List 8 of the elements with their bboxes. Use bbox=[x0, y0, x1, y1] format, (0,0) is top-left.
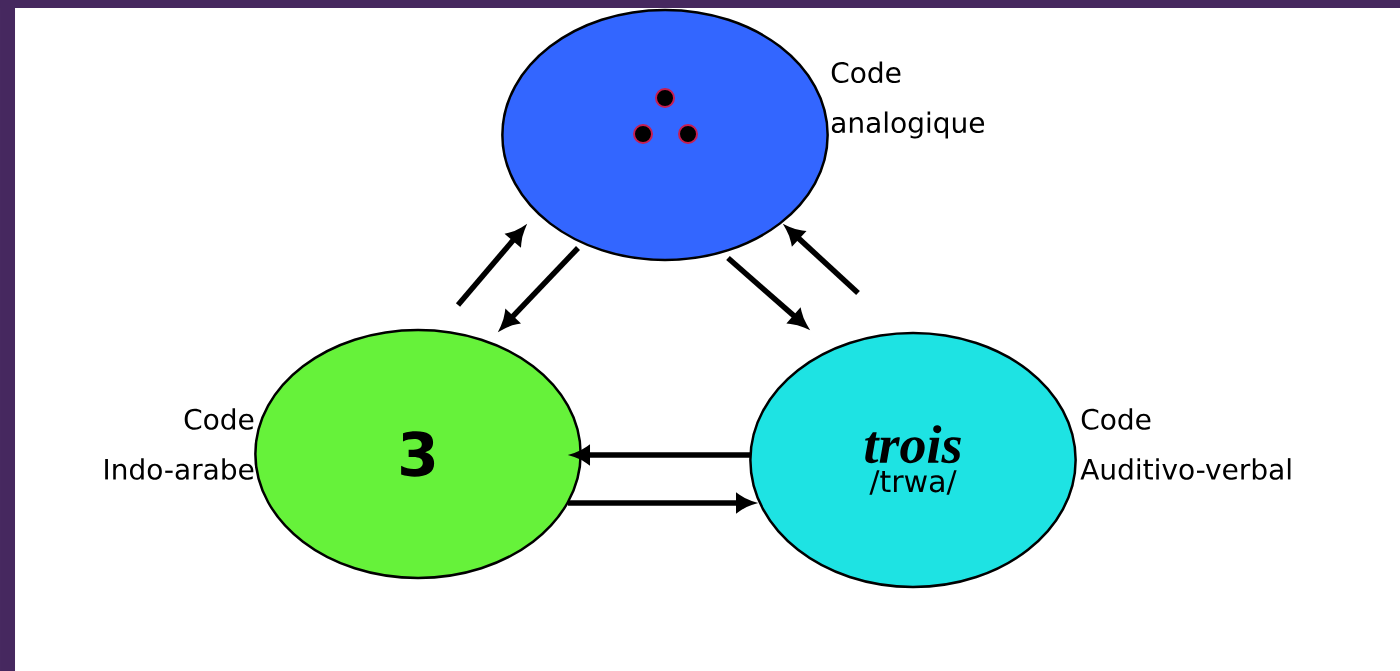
circle-node: trois /trwa/ bbox=[749, 331, 1077, 589]
circle-node: 3 bbox=[254, 328, 582, 580]
circle bbox=[501, 8, 829, 262]
arrow bbox=[500, 246, 580, 330]
code-label: Code Auditivo-verbal bbox=[1080, 408, 1291, 480]
code-label: Code Indo-arabe bbox=[105, 408, 254, 480]
code-label: Code analogique bbox=[831, 61, 985, 139]
arrow bbox=[785, 226, 860, 295]
